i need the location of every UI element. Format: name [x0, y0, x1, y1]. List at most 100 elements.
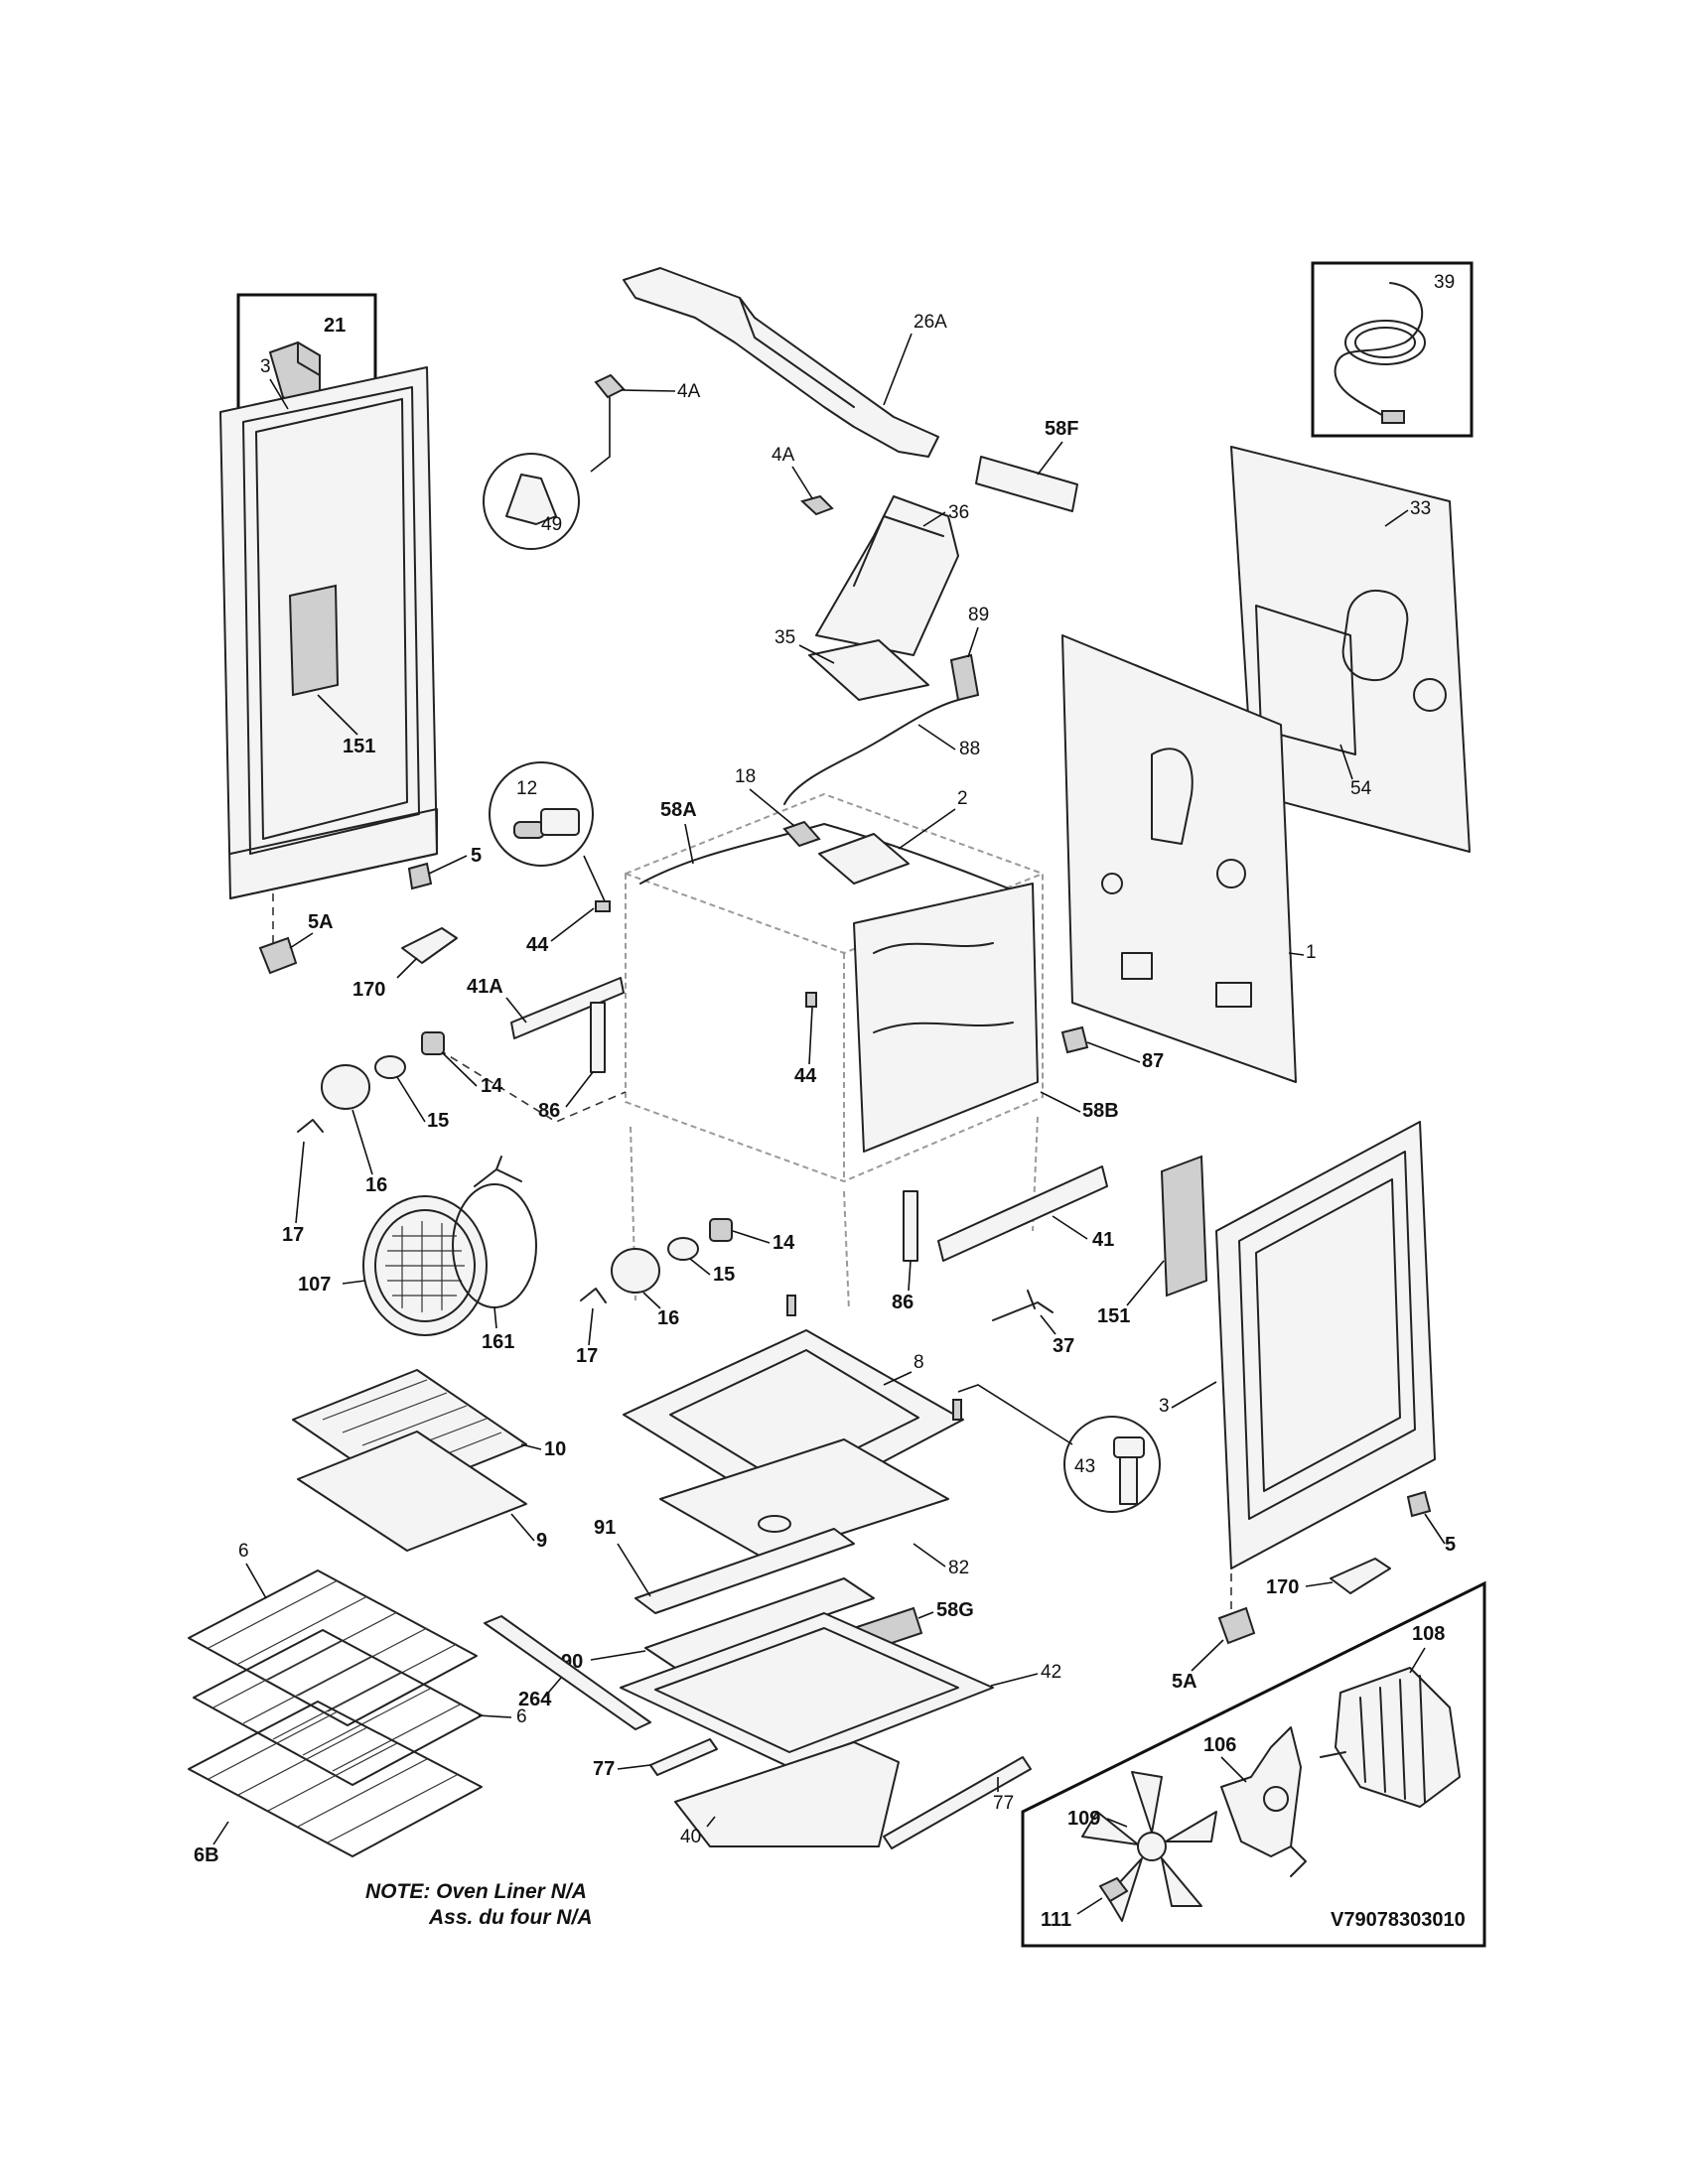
leader-58F: [1037, 441, 1063, 476]
part-42-base-frame: [620, 1612, 994, 1768]
part-170-right-latch: [1330, 1558, 1391, 1594]
part-26A-ridge: [739, 297, 855, 408]
part-42-inner: [654, 1627, 959, 1753]
part-43-head: [1113, 1436, 1145, 1458]
leader-10: [520, 1443, 542, 1450]
note-line-2: Ass. du four N/A: [428, 1906, 593, 1929]
part-8-recess: [669, 1349, 919, 1485]
leader-41A: [505, 997, 527, 1024]
leader-26A: [883, 333, 913, 406]
leader-15-a: [396, 1076, 426, 1123]
label-14-b: 14: [773, 1232, 795, 1254]
leader-107: [342, 1280, 366, 1285]
right-door-window: [1238, 1151, 1416, 1520]
part-4A-mid: [800, 494, 834, 516]
leader-35: [798, 644, 835, 664]
leader-109: [1106, 1818, 1128, 1828]
label-82: 82: [948, 1558, 969, 1578]
part-5-right-screw: [1406, 1490, 1432, 1518]
label-170-left: 170: [352, 979, 385, 1001]
label-107: 107: [298, 1274, 331, 1296]
part-170-left-latch: [401, 927, 458, 964]
part-161-terminals: [474, 1156, 522, 1187]
leader-58A: [684, 823, 694, 865]
label-88: 88: [959, 739, 980, 759]
leader-5A-right: [1191, 1639, 1224, 1672]
power-cord: [1334, 282, 1424, 418]
leader-5-left: [428, 855, 468, 875]
part-5A-left-hinge: [258, 936, 298, 975]
label-6B: 6B: [194, 1844, 219, 1866]
label-5-right: 5: [1445, 1534, 1456, 1556]
leader-151-left: [317, 694, 358, 736]
part-16-lens-b: [611, 1248, 660, 1294]
leader-1: [1288, 952, 1305, 956]
leader-87: [1086, 1041, 1141, 1063]
callout-circle-43: [1063, 1416, 1161, 1513]
leader-111: [1076, 1897, 1103, 1915]
leader-3-left: [269, 378, 289, 410]
part-1-port-b: [1215, 982, 1252, 1008]
label-161: 161: [482, 1331, 514, 1353]
part-6B-rack-bottom: [188, 1701, 483, 1857]
leader-14-a: [441, 1051, 478, 1087]
part-40-drawer: [674, 1741, 900, 1847]
leader-170-right: [1305, 1581, 1334, 1587]
part-1-port-a: [1121, 952, 1153, 980]
leader-16-a: [352, 1109, 373, 1175]
label-6-a: 6: [238, 1541, 249, 1562]
label-54: 54: [1350, 778, 1372, 799]
part-108-shaft: [1320, 1751, 1346, 1758]
leader-106: [1220, 1756, 1247, 1783]
leader-3-right: [1171, 1381, 1217, 1409]
label-58F: 58F: [1045, 418, 1078, 440]
part-14-socket-a: [421, 1031, 445, 1055]
label-42: 42: [1041, 1662, 1061, 1683]
label-109: 109: [1067, 1808, 1100, 1830]
label-58B: 58B: [1082, 1100, 1119, 1122]
leader-36: [922, 511, 946, 527]
label-44-a: 44: [526, 934, 549, 956]
label-9: 9: [536, 1530, 547, 1552]
part-1-hole-b: [1101, 873, 1123, 894]
part-8-screw-b: [952, 1399, 962, 1421]
part-58A-oven-cavity: [625, 792, 1044, 1183]
part-41A-rail: [510, 977, 625, 1039]
leader-5A-left: [289, 932, 314, 949]
leader-42: [990, 1673, 1039, 1687]
leader-41: [1052, 1215, 1088, 1240]
part-111-nut: [1098, 1876, 1129, 1903]
part-36-vent-duct: [815, 495, 959, 656]
leader-16-b: [642, 1292, 661, 1309]
leader-40: [706, 1816, 716, 1828]
label-4A-top: 4A: [677, 381, 701, 402]
leader-6-a: [245, 1563, 267, 1599]
callout-circle-49: [483, 453, 580, 550]
part-87-terminal: [1060, 1025, 1089, 1054]
part-21-edge: [297, 341, 321, 376]
part-58F-insulation: [975, 456, 1078, 512]
leader-58G: [917, 1611, 934, 1619]
leader-12-link: [583, 855, 607, 904]
part-2-plate: [818, 833, 910, 885]
cord-coil: [1344, 320, 1426, 365]
part-9-broil-pan: [297, 1431, 527, 1552]
label-5-left: 5: [471, 845, 482, 867]
inset-part-39: [1311, 261, 1474, 438]
part-107-grill: [385, 1221, 465, 1312]
label-58G: 58G: [936, 1599, 974, 1621]
label-39: 39: [1434, 272, 1455, 293]
lamp-axis-a: [426, 1041, 627, 1123]
part-12-socket: [513, 821, 545, 839]
label-106: 106: [1203, 1734, 1236, 1756]
part-18-sensor: [782, 820, 821, 848]
part-37-wire: [992, 1290, 1054, 1321]
label-33: 33: [1410, 498, 1431, 519]
leader-18: [749, 788, 795, 827]
leader-2: [898, 808, 956, 850]
label-3-left: 3: [260, 356, 271, 377]
label-264: 264: [518, 1689, 552, 1710]
part-58B-folds: [873, 942, 1014, 1033]
part-86-bracket-b: [903, 1190, 918, 1262]
inset-box-39: [1311, 261, 1474, 438]
